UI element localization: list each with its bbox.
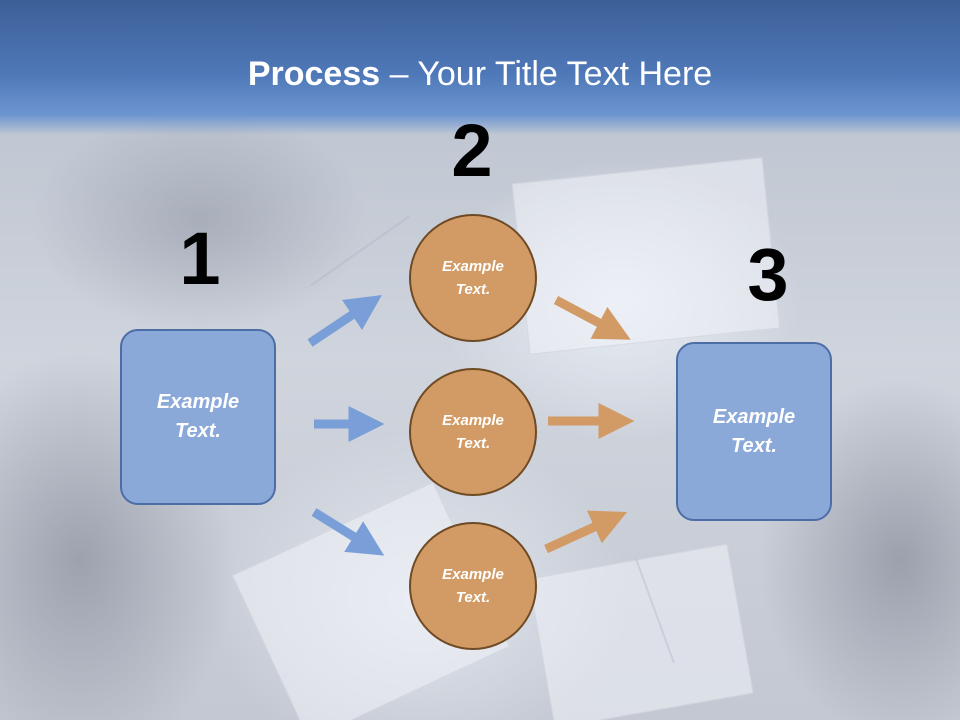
step-3-number: 3 (747, 233, 789, 316)
step-3-box: Example Text. (676, 342, 832, 521)
title-bar: Process – Your Title Text Here (0, 0, 960, 135)
step-1-box: Example Text. (120, 329, 276, 505)
step-2-circle-top: Example Text. (409, 214, 537, 342)
step-1-number: 1 (179, 217, 221, 300)
step-2-circle-middle: Example Text. (409, 368, 537, 496)
title-bold-part: Process (247, 55, 381, 93)
slide-title: Process – Your Title Text Here (0, 52, 960, 96)
arrow-bottom-to-3 (544, 510, 628, 554)
step-2-circle-bottom: Example Text. (409, 522, 537, 650)
arrow-top-to-3 (553, 296, 631, 340)
title-rest-part: – Your Title Text Here (380, 55, 713, 93)
arrow-1-to-bottom (311, 508, 385, 556)
step-2-number: 2 (451, 109, 493, 192)
arrow-1-to-top (307, 295, 382, 347)
